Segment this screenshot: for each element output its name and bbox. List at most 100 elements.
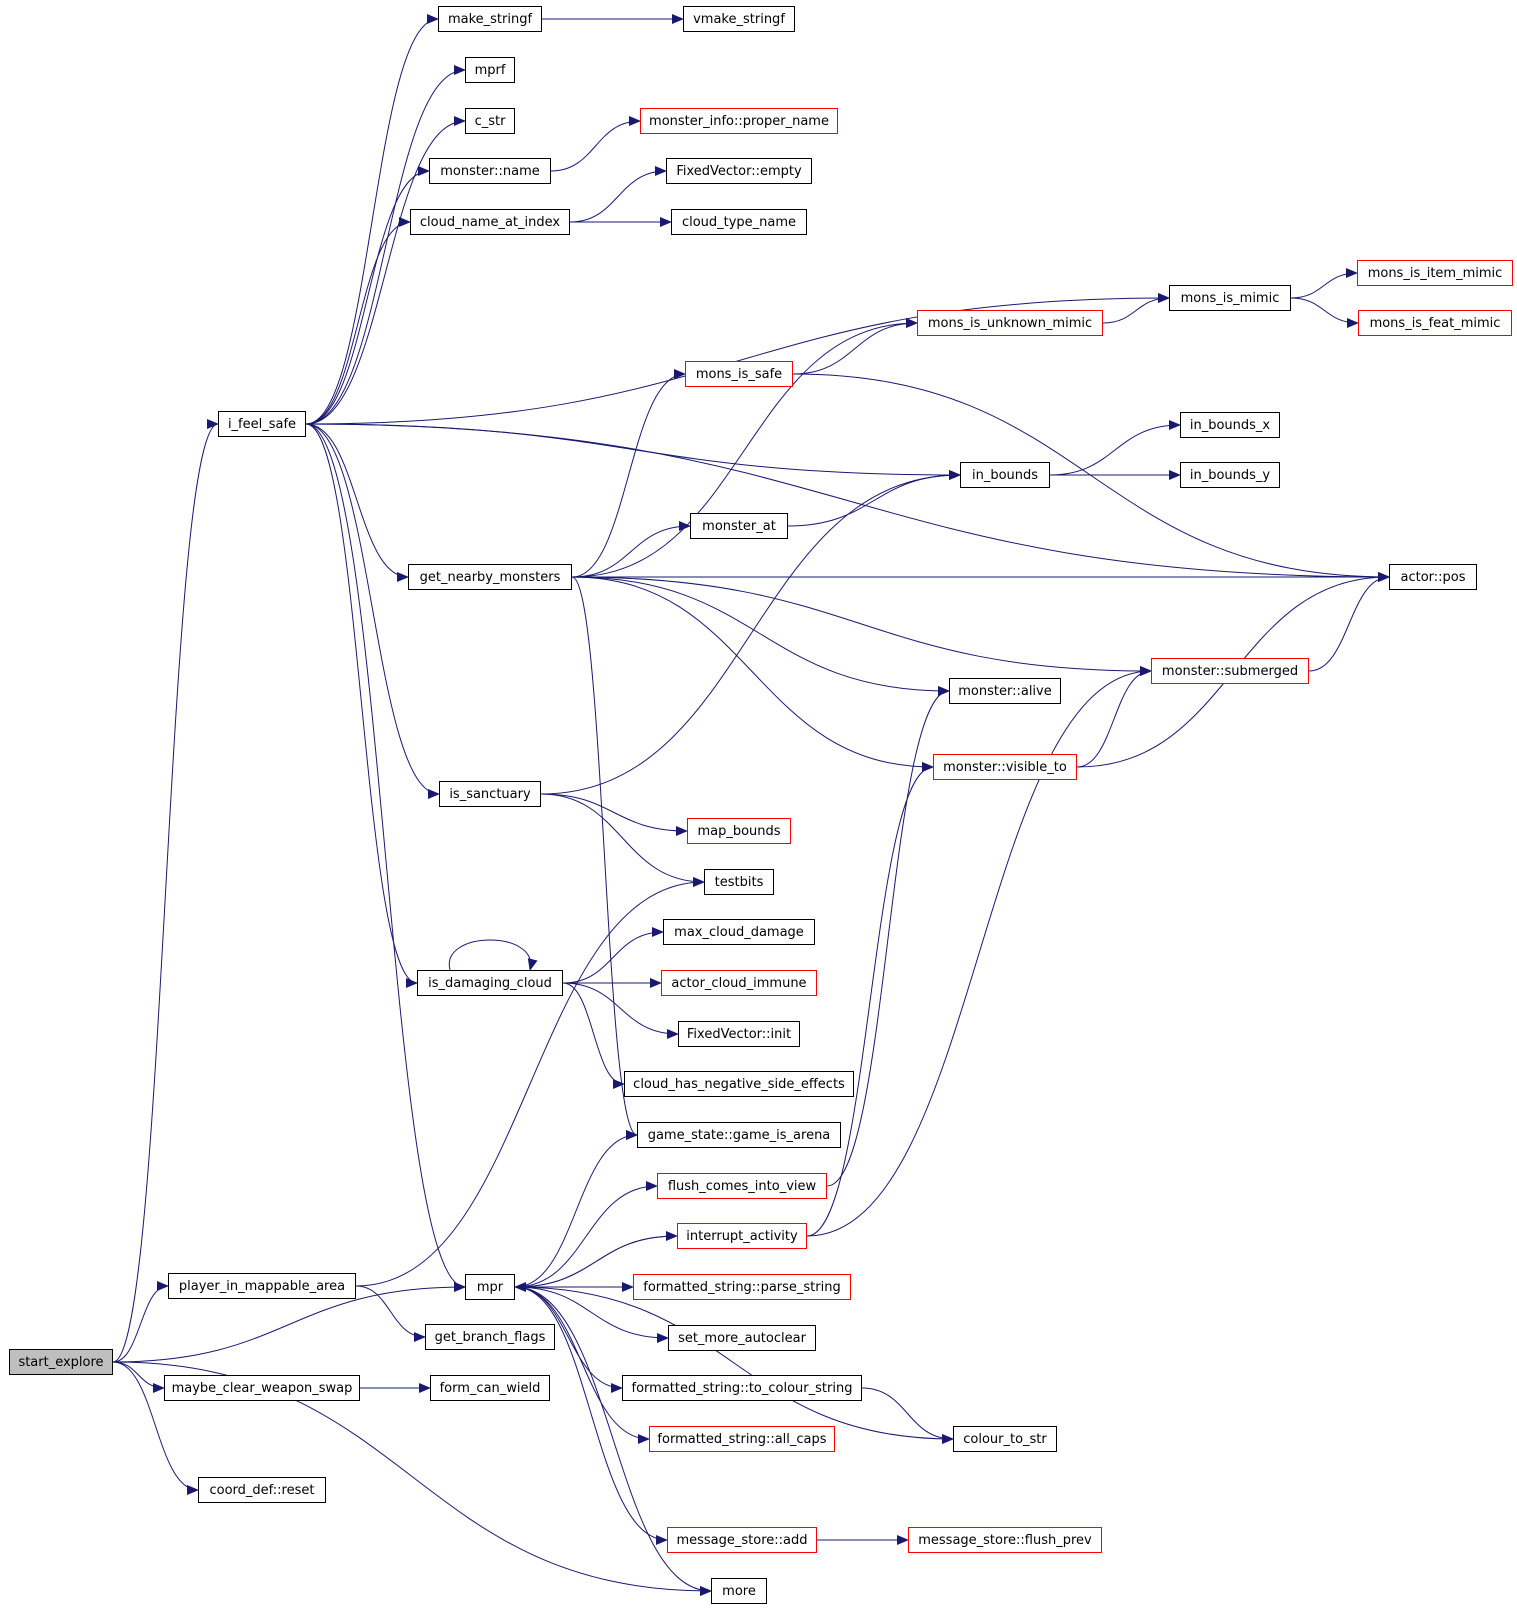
edge-get-nearby-monsters-to-monster-submerged <box>571 576 1152 676</box>
edge-monster-submerged-to-actor-pos <box>1308 572 1390 672</box>
node-monster-info-proper-name[interactable]: monster_info::proper_name <box>640 108 838 134</box>
edge-mpr-to-all-caps <box>514 1286 650 1444</box>
node-mprf[interactable]: mprf <box>465 57 515 83</box>
node-testbits[interactable]: testbits <box>704 869 774 895</box>
edge-interrupt-activity-to-monster-submerged <box>806 666 1152 1237</box>
node-is-damaging-cloud[interactable]: is_damaging_cloud <box>417 970 563 996</box>
edge-is-sanctuary-to-in-bounds <box>540 470 961 795</box>
edge-i-feel-safe-to-get-nearby-monsters <box>305 423 409 582</box>
edge-get-nearby-monsters-to-monster-alive <box>571 576 950 696</box>
edge-start-explore-to-maybe-clear-weapon-swap <box>112 1361 165 1393</box>
node-game-is-arena[interactable]: game_state::game_is_arena <box>637 1122 841 1148</box>
node-mons-is-unknown-mimic[interactable]: mons_is_unknown_mimic <box>917 310 1103 336</box>
edge-mons-is-unknown-mimic-to-mons-is-mimic <box>1102 293 1170 324</box>
node-monster-name[interactable]: monster::name <box>429 158 551 184</box>
edge-is-sanctuary-to-map-bounds <box>540 793 688 836</box>
node-monster-visible-to[interactable]: monster::visible_to <box>933 754 1077 780</box>
node-max-cloud-damage[interactable]: max_cloud_damage <box>663 919 815 945</box>
node-parse-string[interactable]: formatted_string::parse_string <box>633 1274 851 1300</box>
node-cloud-name-at-index[interactable]: cloud_name_at_index <box>410 209 570 235</box>
node-message-store-flush-prev[interactable]: message_store::flush_prev <box>908 1527 1102 1553</box>
edge-mpr-to-game-is-arena <box>514 1130 638 1288</box>
edge-start-explore-to-coord-def-reset <box>112 1361 199 1495</box>
edge-i-feel-safe-to-actor-pos <box>305 423 1390 582</box>
edge-mpr-to-message-store-add <box>514 1286 668 1545</box>
edge-mons-is-mimic-to-mons-is-feat-mimic <box>1290 297 1359 328</box>
edge-mons-is-safe-to-mons-is-unknown-mimic <box>792 318 918 375</box>
edge-start-explore-to-mpr <box>112 1282 466 1363</box>
edge-i-feel-safe-to-mpr <box>305 423 466 1292</box>
node-to-colour-string[interactable]: formatted_string::to_colour_string <box>622 1375 862 1401</box>
edge-is-sanctuary-to-testbits <box>540 793 705 887</box>
node-form-can-wield[interactable]: form_can_wield <box>430 1375 550 1401</box>
edge-interrupt-activity-to-monster-visible-to <box>806 762 934 1237</box>
node-maybe-clear-weapon-swap[interactable]: maybe_clear_weapon_swap <box>164 1375 360 1401</box>
node-mons-is-feat-mimic[interactable]: mons_is_feat_mimic <box>1358 310 1512 336</box>
edge-mpr-to-set-more-autoclear <box>514 1286 669 1343</box>
node-monster-at[interactable]: monster_at <box>690 513 788 539</box>
edge-is-damaging-cloud-to-max-cloud-damage <box>562 927 664 984</box>
node-monster-alive[interactable]: monster::alive <box>949 678 1061 704</box>
node-cloud-type-name[interactable]: cloud_type_name <box>671 209 807 235</box>
edge-mons-is-mimic-to-mons-is-item-mimic <box>1290 268 1358 299</box>
edge-get-nearby-monsters-to-mons-is-unknown-mimic <box>571 318 918 578</box>
node-mons-is-safe[interactable]: mons_is_safe <box>685 361 793 387</box>
node-all-caps[interactable]: formatted_string::all_caps <box>649 1426 835 1452</box>
node-set-more-autoclear[interactable]: set_more_autoclear <box>668 1325 816 1351</box>
node-more[interactable]: more <box>711 1578 767 1604</box>
edges <box>112 14 1390 1596</box>
edge-mpr-to-more <box>514 1286 712 1596</box>
edge-player-in-mappable-area-to-testbits <box>355 877 705 1287</box>
node-get-branch-flags[interactable]: get_branch_flags <box>425 1324 555 1350</box>
edge-get-nearby-monsters-to-mons-is-safe <box>571 369 686 578</box>
node-mons-is-item-mimic[interactable]: mons_is_item_mimic <box>1357 260 1513 286</box>
node-start-explore[interactable]: start_explore <box>9 1349 113 1375</box>
edge-get-nearby-monsters-to-monster-visible-to <box>571 576 934 772</box>
node-in-bounds[interactable]: in_bounds <box>960 462 1050 488</box>
node-in-bounds-x[interactable]: in_bounds_x <box>1180 412 1280 438</box>
edge-start-explore-to-player-in-mappable-area <box>112 1281 169 1363</box>
node-in-bounds-y[interactable]: in_bounds_y <box>1180 462 1280 488</box>
node-make-stringf[interactable]: make_stringf <box>438 6 542 32</box>
edge-get-nearby-monsters-to-monster-at <box>571 521 691 578</box>
node-get-nearby-monsters[interactable]: get_nearby_monsters <box>408 564 572 590</box>
node-colour-to-str[interactable]: colour_to_str <box>953 1426 1057 1452</box>
node-coord-def-reset[interactable]: coord_def::reset <box>198 1477 326 1503</box>
node-i-feel-safe[interactable]: i_feel_safe <box>218 411 306 437</box>
node-flush-comes-into-view[interactable]: flush_comes_into_view <box>657 1173 827 1199</box>
edge-flush-comes-into-view-to-monster-alive <box>826 686 950 1187</box>
node-actor-pos[interactable]: actor::pos <box>1389 564 1477 590</box>
edge-i-feel-safe-to-is-sanctuary <box>305 423 440 799</box>
node-map-bounds[interactable]: map_bounds <box>687 818 791 844</box>
node-actor-cloud-immune[interactable]: actor_cloud_immune <box>661 970 817 996</box>
node-cloud-has-negative-side-effects[interactable]: cloud_has_negative_side_effects <box>624 1071 854 1097</box>
edge-start-explore-to-i-feel-safe <box>112 419 219 1363</box>
edge-is-damaging-cloud-to-fixedvector-init <box>562 982 679 1039</box>
edge-to-colour-string-to-colour-to-str <box>861 1387 954 1444</box>
edge-get-nearby-monsters-to-game-is-arena <box>571 576 638 1140</box>
edge-in-bounds-to-in-bounds-x <box>1049 420 1181 476</box>
node-c-str[interactable]: c_str <box>465 108 515 134</box>
node-message-store-add[interactable]: message_store::add <box>667 1527 817 1553</box>
node-interrupt-activity[interactable]: interrupt_activity <box>677 1223 807 1249</box>
node-mons-is-mimic[interactable]: mons_is_mimic <box>1169 285 1291 311</box>
edge-is-damaging-cloud-to-is-damaging-cloud <box>448 939 538 971</box>
edge-i-feel-safe-to-make-stringf <box>305 14 439 425</box>
node-vmake-stringf[interactable]: vmake_stringf <box>683 6 795 32</box>
node-fixedvector-empty[interactable]: FixedVector::empty <box>666 158 812 184</box>
node-is-sanctuary[interactable]: is_sanctuary <box>439 781 541 807</box>
node-player-in-mappable-area[interactable]: player_in_mappable_area <box>168 1273 356 1299</box>
node-monster-submerged[interactable]: monster::submerged <box>1151 658 1309 684</box>
edge-i-feel-safe-to-c-str <box>305 116 466 425</box>
edge-i-feel-safe-to-cloud-name-at-index <box>305 217 411 425</box>
node-mpr[interactable]: mpr <box>465 1274 515 1300</box>
edge-start-explore-to-more <box>112 1361 712 1596</box>
edge-cloud-name-at-index-to-fixedvector-empty <box>569 166 667 223</box>
edge-is-damaging-cloud-to-cloud-has-negative-side-effects <box>562 982 625 1089</box>
node-fixedvector-init[interactable]: FixedVector::init <box>678 1021 800 1047</box>
edge-mpr-to-interrupt-activity <box>514 1231 678 1288</box>
edge-player-in-mappable-area-to-get-branch-flags <box>355 1285 426 1342</box>
edge-mpr-to-colour-to-str <box>514 1286 954 1444</box>
edge-monster-at-to-in-bounds <box>787 470 961 527</box>
